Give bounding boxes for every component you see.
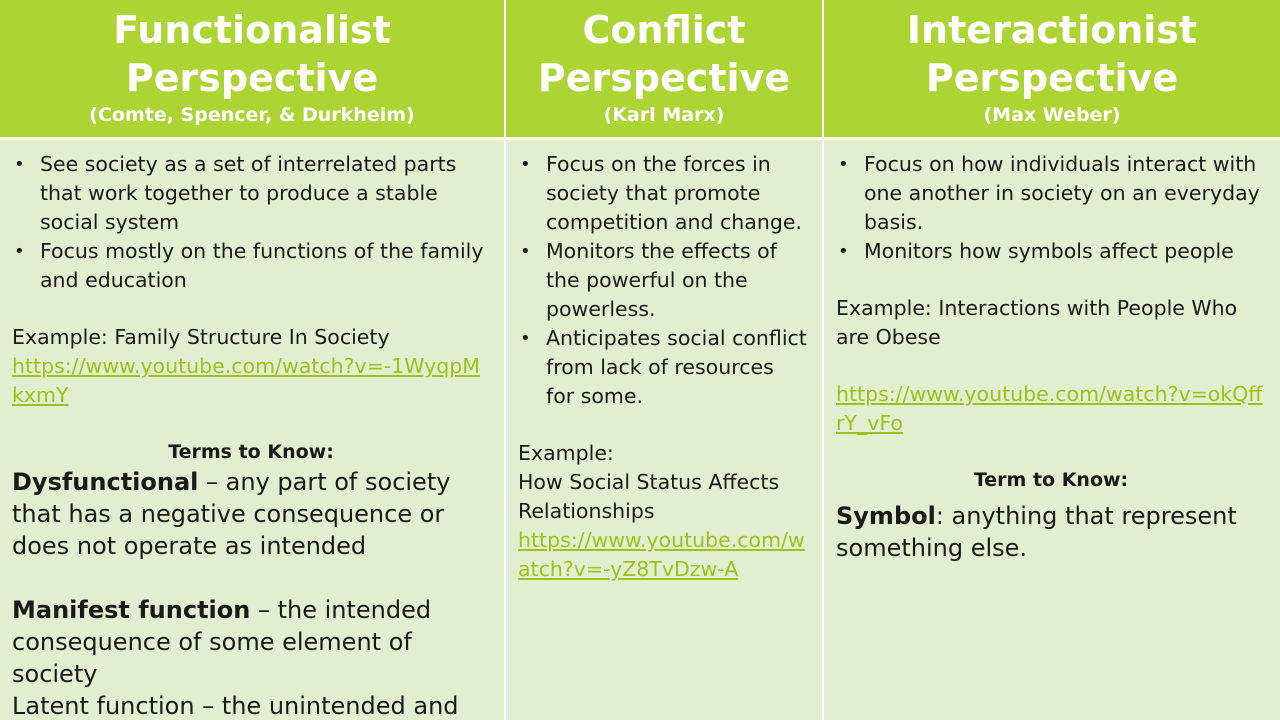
header-subtitle: (Comte, Spencer, & Durkheim): [89, 104, 415, 126]
list-item: See society as a set of interrelated par…: [12, 150, 490, 237]
term-definition: – the intended consequence of some eleme…: [12, 596, 432, 688]
term-name: Dysfunctional: [12, 468, 199, 496]
body-conflict: Focus on the forces in society that prom…: [506, 140, 824, 720]
header-title-line1: Interactionist: [906, 8, 1198, 52]
example-text: How Social Status Affects Relationships: [518, 470, 780, 523]
body-functionalist: See society as a set of interrelated par…: [0, 140, 506, 720]
list-item: Focus on how individuals interact with o…: [836, 150, 1266, 237]
bullet-list: Focus on the forces in society that prom…: [518, 150, 808, 411]
example-text: Example: Family Structure In Society: [12, 325, 390, 349]
terms-heading: Terms to Know:: [168, 441, 334, 463]
body-interactionist: Focus on how individuals interact with o…: [824, 140, 1280, 720]
term-entry: Latent function – the unintended and: [12, 690, 490, 720]
term-name: Symbol: [836, 502, 936, 530]
term-definition: – any part of society that has a negativ…: [12, 468, 451, 560]
term-definition: Latent function – the unintended and: [12, 692, 459, 720]
term-definition: : anything that represent something else…: [836, 502, 1237, 562]
header-title-line1: Conflict: [582, 8, 746, 52]
example-label: Example:: [518, 441, 614, 465]
header-title-line2: Perspective: [537, 56, 791, 100]
header-functionalist: Functionalist Perspective (Comte, Spence…: [0, 0, 506, 140]
header-title-line2: Perspective: [925, 56, 1179, 100]
bullet-list: Focus on how individuals interact with o…: [836, 150, 1266, 266]
header-conflict: Conflict Perspective (Karl Marx): [506, 0, 824, 140]
header-subtitle: (Max Weber): [983, 104, 1121, 126]
term-entry: Dysfunctional – any part of society that…: [12, 466, 490, 562]
list-item: Monitors how symbols affect people: [836, 237, 1266, 266]
terms-heading: Term to Know:: [973, 469, 1129, 491]
header-interactionist: Interactionist Perspective (Max Weber): [824, 0, 1280, 140]
list-item: Focus on the forces in society that prom…: [518, 150, 808, 237]
list-item: Monitors the effects of the powerful on …: [518, 237, 808, 324]
term-entry: Manifest function – the intended consequ…: [12, 594, 490, 690]
header-subtitle: (Karl Marx): [603, 104, 725, 126]
header-title-line1: Functionalist: [113, 8, 391, 52]
example-text: Example: Interactions with People Who ar…: [836, 296, 1238, 349]
term-entry: Symbol: anything that represent somethin…: [836, 500, 1266, 564]
video-link[interactable]: https://www.youtube.com/watch?v=-yZ8TvDz…: [518, 528, 805, 581]
video-link[interactable]: https://www.youtube.com/watch?v=-1WyqpMk…: [12, 354, 480, 407]
bullet-list: See society as a set of interrelated par…: [12, 150, 490, 295]
video-link[interactable]: https://www.youtube.com/watch?v=okQffrY_…: [836, 382, 1263, 435]
list-item: Focus mostly on the functions of the fam…: [12, 237, 490, 295]
header-title-line2: Perspective: [125, 56, 379, 100]
term-name: Manifest function: [12, 596, 251, 624]
list-item: Anticipates social conflict from lack of…: [518, 324, 808, 411]
